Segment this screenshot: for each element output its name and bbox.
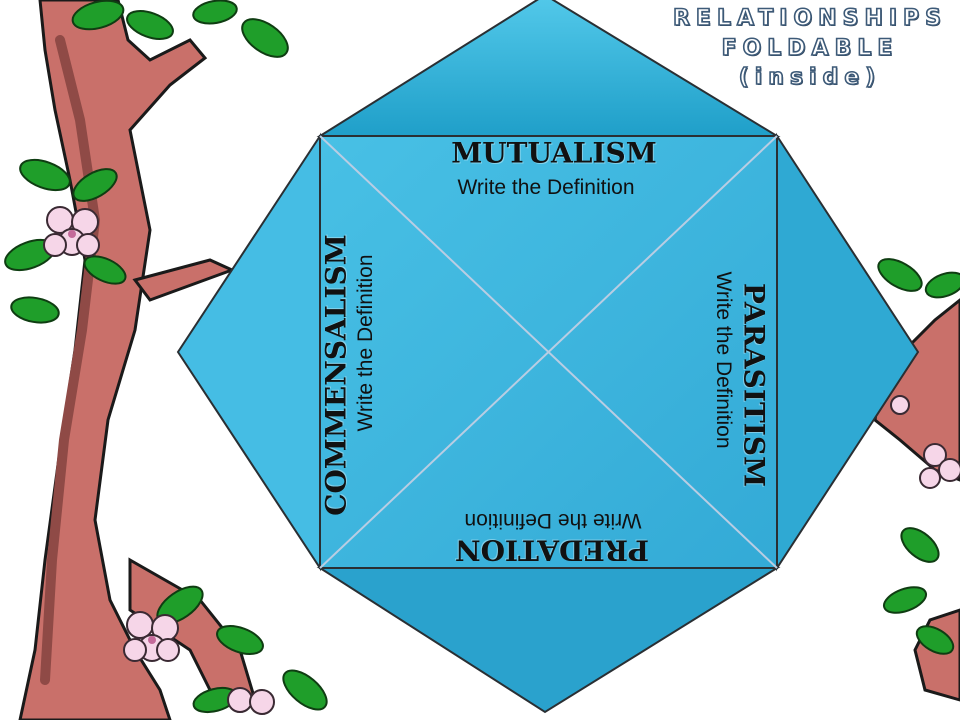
mutualism-heading: MUTUALISM [451, 136, 657, 170]
commensalism-definition-prompt: Write the Definition [354, 254, 377, 432]
right-tree-illustration [859, 258, 960, 702]
left-tree-blossoms [43, 206, 275, 715]
bottom-flap [316, 567, 781, 714]
parasitism-heading: PARASITISM [737, 282, 771, 488]
left-flap [176, 132, 321, 572]
predation-heading: PREDATION [454, 533, 650, 567]
commensalism-heading: COMMENSALISM [319, 234, 353, 516]
title-line-relationships: RELATIONSHIPS [672, 5, 948, 32]
title-line-foldable: FOLDABLE [721, 35, 899, 62]
foldable-center-square [319, 135, 778, 569]
left-tree-trunk [18, 0, 208, 720]
predation-definition-prompt: Write the Definition [464, 509, 642, 532]
crease-line-2 [319, 135, 778, 569]
mutualism-definition-prompt: Write the Definition [457, 176, 635, 199]
left-tree-illustration [4, 0, 328, 720]
title-line-inside: (inside) [738, 64, 882, 91]
right-flap [776, 132, 920, 572]
parasitism-definition-prompt: Write the Definition [712, 271, 735, 449]
